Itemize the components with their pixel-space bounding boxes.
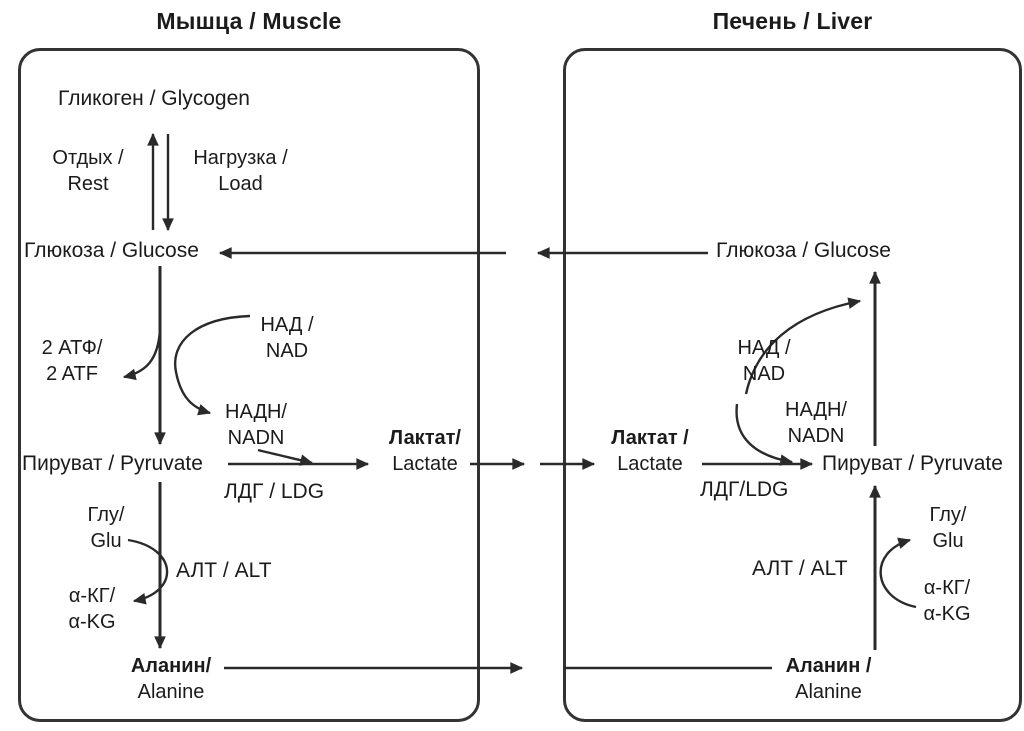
muscle-panel: [18, 48, 480, 722]
liver-akg-line1: α-КГ/: [923, 577, 971, 599]
liver-panel-title: Печень / Liver: [712, 8, 873, 34]
label-muscle-rest: Отдых / Rest: [27, 146, 149, 197]
muscle-load-line2: Load: [218, 172, 263, 195]
liver-akg-line2: α-KG: [923, 602, 971, 625]
arrow-nadh-to-ldg-muscle: [257, 448, 314, 466]
muscle-alanine-line2: Alanine: [137, 680, 205, 703]
muscle-rest-line1: Отдых /: [52, 147, 124, 169]
label-liver-lactate: Лактат / Lactate: [600, 426, 700, 477]
muscle-glu-line1: Глу/: [87, 504, 125, 526]
muscle-lactate-line1: Лактат/: [389, 427, 461, 449]
muscle-nadh-line2: NADN: [227, 426, 285, 449]
label-liver-glu: Глу/ Glu: [912, 503, 984, 554]
liver-alanine-line1: Аланин /: [785, 655, 872, 677]
muscle-nad-line1: НАД /: [260, 314, 314, 336]
label-liver-ldg: ЛДГ/LDG: [700, 478, 789, 501]
muscle-nad-line2: NAD: [265, 339, 309, 362]
label-muscle-akg: α-КГ/ α-KG: [46, 584, 138, 635]
label-muscle-ldg: ЛДГ / LDG: [224, 480, 325, 503]
liver-nadh-line1: НАДН/: [785, 399, 847, 421]
liver-alanine-line2: Alanine: [795, 680, 862, 703]
liver-glu-line2: Glu: [932, 529, 964, 552]
arrow-nad-to-nadh-muscle: [173, 314, 251, 416]
liver-nad-line2: NAD: [742, 362, 786, 385]
label-muscle-lactate: Лактат/ Lactate: [375, 426, 475, 477]
label-liver-akg: α-КГ/ α-KG: [903, 576, 991, 627]
muscle-load-line1: Нагрузка /: [193, 147, 288, 169]
label-muscle-glycogen: Гликоген / Glycogen: [58, 87, 250, 110]
muscle-akg-line1: α-КГ/: [68, 585, 116, 607]
muscle-atp-line1: 2 АТФ/: [41, 337, 103, 359]
muscle-rest-line2: Rest: [67, 172, 109, 195]
label-muscle-load: Нагрузка / Load: [178, 146, 303, 197]
muscle-nadh-line1: НАДН/: [225, 401, 287, 423]
label-muscle-alanine: Аланин/ Alanine: [120, 654, 222, 705]
muscle-akg-line2: α-KG: [68, 610, 116, 633]
arrow-akg-to-glu-liver: [879, 537, 917, 609]
muscle-alanine-line1: Аланин/: [130, 655, 212, 677]
liver-panel: [563, 48, 1022, 722]
label-liver-nadh: НАДН/ NADN: [770, 398, 862, 449]
label-liver-alanine: Аланин / Alanine: [776, 654, 881, 705]
liver-nadh-line2: NADN: [787, 424, 845, 447]
label-muscle-alt: АЛТ / ALT: [176, 559, 272, 582]
label-liver-pyruvate: Пируват / Pyruvate: [822, 452, 1003, 475]
muscle-lactate-line2: Lactate: [392, 452, 458, 475]
arrow-nad-cycle-liver: [744, 297, 862, 395]
label-liver-glucose: Глюкоза / Glucose: [716, 239, 891, 262]
liver-lactate-line2: Lactate: [617, 452, 683, 475]
label-liver-alt: АЛТ / ALT: [752, 557, 848, 580]
liver-nad-line1: НАД /: [737, 337, 791, 359]
label-muscle-nad: НАД / NAD: [243, 313, 331, 364]
label-muscle-atp: 2 АТФ/ 2 ATF: [26, 336, 118, 387]
muscle-glu-line2: Glu: [90, 529, 122, 552]
label-muscle-glucose: Глюкоза / Glucose: [24, 239, 199, 262]
arrow-atp-branch: [122, 329, 162, 381]
muscle-panel-title: Мышца / Muscle: [156, 8, 342, 34]
arrow-nadh-to-ldg-liver: [735, 403, 794, 466]
liver-glu-line1: Глу/: [929, 504, 967, 526]
arrow-glu-to-akg-muscle: [127, 538, 169, 605]
liver-lactate-line1: Лактат /: [611, 427, 689, 449]
label-muscle-nadh: НАДН/ NADN: [205, 400, 307, 451]
label-muscle-pyruvate: Пируват / Pyruvate: [22, 452, 203, 475]
label-muscle-glu: Глу/ Glu: [72, 503, 140, 554]
label-liver-nad: НАД / NAD: [723, 336, 805, 387]
muscle-atp-line2: 2 ATF: [46, 362, 98, 385]
